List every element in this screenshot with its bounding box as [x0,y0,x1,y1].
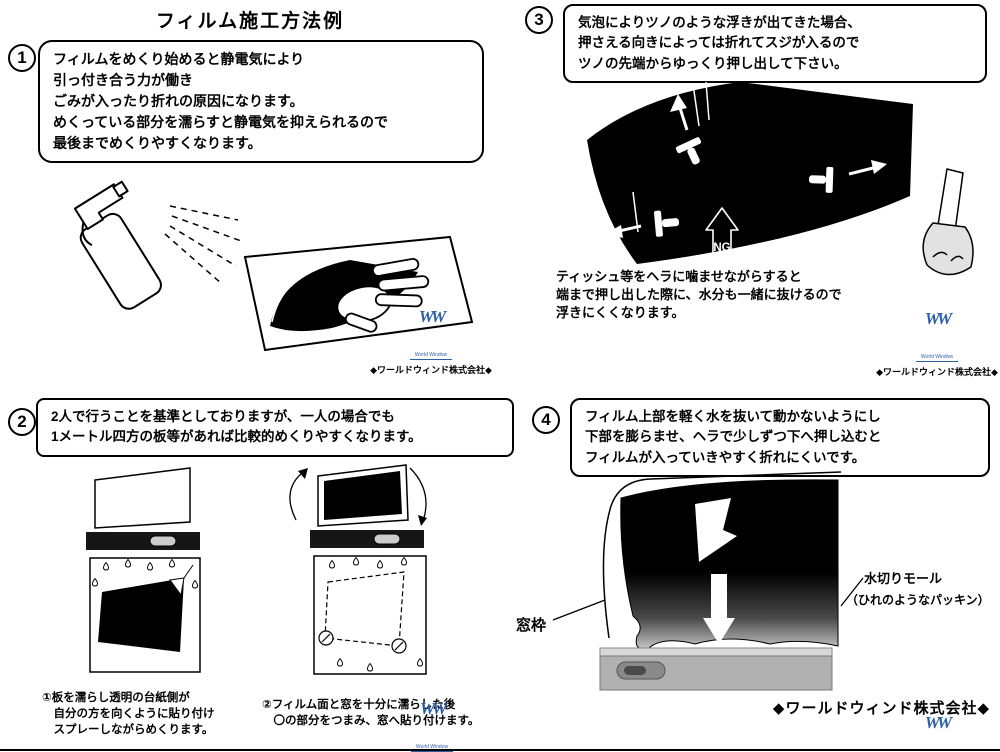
hand-icon [336,257,430,333]
ww-logo-icon: WW [419,699,447,718]
tissue-squeegee-icon [922,168,974,276]
company-logo: WW World Window ◆ワールドウィンド株式会社◆ [367,700,497,752]
door-handle-icon [373,533,401,545]
ww-logo-icon: WW [418,307,446,326]
step3-instruction-bubble: 気泡によりツノのような浮きが出てきた場合、 押さえる向きによっては折れてスジが入… [563,4,987,83]
step1-instruction-bubble: フィルムをめくり始めると静電気により 引っ付き合う力が働き ごみが入ったり折れの… [38,40,484,163]
molding-pointer-line [840,577,864,607]
door-handle-icon [149,535,177,547]
page-title: フィルム施工方法例 [155,11,345,32]
ng-arrow: NG [705,207,739,259]
step2-caption-1: ①板を濡らし透明の台紙側が 自分の方を向くように貼り付け スプレーしながらめくり… [42,692,215,737]
flip-arrow-right [409,467,427,525]
film-curl-highlight [271,279,299,323]
window-frame-band [310,530,424,548]
film-on-board [98,578,184,652]
company-logo: WW World Window ◆ワールドウィンド株式会社◆ [872,714,1000,752]
step3-caption: ティッシュ等をヘラに噛ませながらすると 端まで押し出した際に、水分も一緒に抜ける… [556,269,842,321]
molding-label: 水切りモール [864,571,943,586]
window-apply-illustration [289,464,427,675]
ww-logo-icon: WW [924,713,952,732]
step4-instruction-bubble: フィルム上部を軽く水を抜いて動かないようにし 下部を膨らませ、ヘラで少しずつ下へ… [570,398,990,477]
step4-illustration [552,471,864,691]
step2-instruction-bubble: 2人で行うことを基準としておりますが、一人の場合でも 1メートル四方の板等があれ… [36,398,514,457]
step3-number: 3 [525,6,553,34]
down-arrow-icon [703,574,735,644]
backing-board [313,555,427,675]
squeegee-silhouette-icon [695,498,737,562]
window-frame-pointer-line [552,599,606,621]
company-logo: WW World Window ◆ワールドウィンド株式会社◆ [872,310,1000,378]
squeegee-up-icon [670,94,702,165]
ng-label: NG [713,242,730,254]
company-name-small: ◆ワールドウィンド株式会社◆ [370,365,492,375]
bottom-rule [0,749,1000,751]
step2-illustration [86,464,427,675]
step1-illustration [73,180,474,352]
squeegee-right-icon [808,160,887,193]
film-folded-corner [169,577,185,597]
flip-arrow-left [289,469,307,521]
pinch-markers [318,630,407,654]
film-outline-dashed [324,571,405,647]
company-name-bold: ◆ワールドウィンド株式会社◆ [772,700,990,717]
spray-lines [164,205,245,285]
ww-logo-subtext: World Window [409,352,453,360]
door-film-black [620,479,839,650]
window-board-illustration [86,467,201,673]
film-on-window [324,471,402,520]
spray-bottle-icon [73,180,162,310]
molding-sublabel: （ひれのようなパッキン） [846,593,990,607]
window-frame-label: 窓枠 [516,617,547,634]
company-name-small: ◆ワールドウィンド株式会社◆ [876,367,998,377]
squeegee-left-icon [605,210,680,238]
step2-caption-2: ②フィルム面と窓を十分に濡らした後 〇の部分をつまみ、窓へ貼り付けます。 [262,699,480,728]
step4-number: 4 [532,406,560,434]
ww-logo-subtext: World Window [915,354,959,362]
step3-illustration: NG [587,81,974,276]
window-frame-outline [602,471,842,639]
ww-logo-icon: WW [924,309,952,328]
company-logo: WW World Window ◆ワールドウィンド株式会社◆ [366,308,496,376]
door-sill [599,647,833,691]
step2-number: 2 [8,408,36,436]
window-frame-band [86,532,200,550]
step1-number: 1 [8,44,36,72]
window-film-black [587,82,913,264]
